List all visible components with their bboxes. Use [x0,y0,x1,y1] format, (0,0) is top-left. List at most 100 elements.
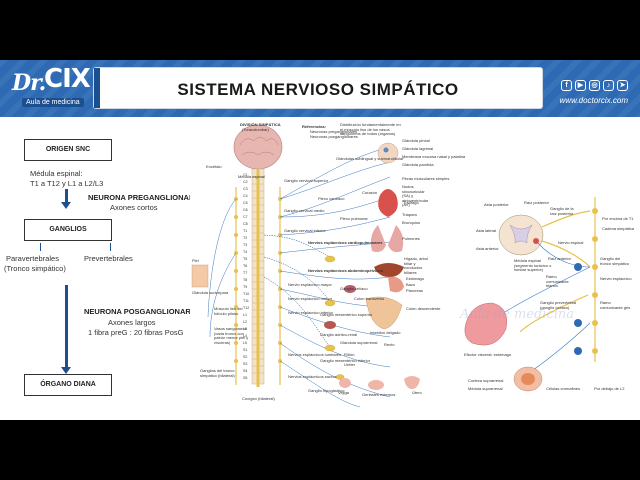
telegram-icon[interactable]: ➤ [617,80,628,91]
medula-label: Médula espinal: [30,169,83,178]
label-higado: Hígado, árbol biliar y conductos biliare… [404,257,428,275]
spinal-level-label: L5 [243,341,247,346]
watermark-text: Aula de medicina [460,307,574,322]
step-marker-2 [574,319,582,327]
fiber-ratio: 1 fibra preG : 20 fibras PosG [88,328,183,337]
label-nervio-esplacnico: Nervio esplácnico [600,277,632,282]
label-estomago: Estómago [406,277,424,282]
spinal-level-label: S4 [243,369,247,374]
spinal-level-label: C1 [243,173,248,178]
label-mucosa: Membrana mucosa nasal y palatina [402,155,465,160]
ganglios-box: GANGLIOS [24,219,112,241]
adrenal-medulla-illustration [521,373,535,385]
label-utero: Útero [412,391,422,396]
spinal-level-label: L2 [243,320,247,325]
label-lagrimal: Glándula lagrimal [402,147,433,152]
spinal-level-label: T7 [243,271,247,276]
label-efector-visceral: Efector visceral: estómago [464,353,511,358]
label-fibras-simples: Fibras musculares simples [402,177,449,182]
branch-line-left [40,243,41,251]
title-bar: SISTEMA NERVIOSO SIMPÁTICO [94,68,542,108]
label-esplacnico-mayor: Nervio esplácnico mayor [288,283,332,288]
label-asta-lateral: Asta lateral [476,229,496,234]
label-pancreas: Páncreas [406,289,423,294]
label-ganglio-raiz-posterior: Ganglio de la raíz posterior [550,207,576,216]
label-colon-descendente: Colon descendente [406,307,440,312]
tiktok-icon[interactable]: ♪ [603,80,614,91]
step-marker-3 [574,347,582,355]
label-ganglio-celiaco: Ganglio celíaco [340,287,368,292]
arrow-down-1 [65,189,68,203]
branch-line-right [110,243,111,251]
label-encima-t1: Por encima de T1 [602,217,634,222]
stomach-illustration [388,277,404,293]
label-esofago: Esófago [404,201,419,206]
label-ureter: Uréter [344,363,355,368]
eye-illustration [384,148,389,153]
label-asta-anterior: Asta anterior [476,247,499,252]
label-nervio-espinal: Nervio espinal [558,241,583,246]
label-medula-segmento: Médula espinal (segmento torácico o lumb… [514,259,552,273]
spinal-level-label: T1 [243,229,247,234]
facebook-icon[interactable]: f [561,80,572,91]
prevertebrales-label: Prevertebrales [84,254,133,263]
instagram-icon[interactable]: ◎ [589,80,600,91]
spinal-level-label: C3 [243,187,248,192]
preganglionar-title: NEURONA PREGANGLIONAR [88,193,194,202]
heart-illustration [378,189,398,217]
social-icons: f ▶ ◎ ♪ ➤ [561,80,628,91]
logo-cix-text: CIX [44,64,90,94]
label-celulas-cromafines: Células cromafines [546,387,580,392]
skin-illustration [192,265,208,287]
spinal-level-label: C6 [243,208,248,213]
label-esplacnicos-lumbares: Nervios esplácnicos lumbares [288,353,341,358]
spinal-level-label: C5 [243,201,248,206]
label-esplacnicos-cardiopulm: Nervios esplácnicos cardiopulmonares [308,241,382,246]
left-lung-illustration [371,225,386,252]
spinal-level-label: C2 [243,180,248,185]
label-colon-transverso: Colon transverso [354,297,384,302]
right-lung-illustration [388,225,403,252]
label-raiz-posterior: Raíz posterior [524,201,549,206]
label-suprarrenal: Glándula suprarrenal [340,341,377,346]
tronco-label: (Tronco simpático) [4,264,66,273]
label-parotida: Glándula parótida [402,163,434,168]
spinal-level-label: T2 [243,236,247,241]
spinal-level-label: T3 [243,243,247,248]
label-ganglio-mesent-sup: Ganglio mesentérico superior [320,313,372,318]
uterus-illustration [404,376,420,389]
spinal-level-label: C8 [243,222,248,227]
spinal-level-label: T8 [243,278,247,283]
posganglionar-sub: Axones largos [108,318,156,327]
genitals-illustration [368,380,384,390]
video-frame: Dr. CIX Aula de medicina SISTEMA NERVIOS… [0,60,640,420]
postganglionic-fibers [208,147,390,407]
label-ganglio-cerv-sup: Ganglio cervical superior [284,179,328,184]
spinal-level-label: T6 [243,264,247,269]
organo-diana-box: ÓRGANO DIANA [24,374,112,396]
spinal-level-label: L4 [243,334,247,339]
label-esplacnicos-abdomino: Nervios esplácnicos abdominopélvicos [308,269,383,274]
distribution-note: Distribución fundamentalmente en el músc… [340,123,402,137]
origen-snc-box: ORIGEN SNC [24,139,112,161]
label-bronquios: Bronquios [402,221,420,226]
label-esplacnico-menor: Nervio esplácnico menor [288,297,332,302]
label-plexo-pulmonar: Plexo pulmonar [340,217,368,222]
label-rinon: Riñón [344,353,354,358]
division-sub: (Toracolumbar) [242,128,269,133]
arrow-down-2 [65,285,68,368]
youtube-icon[interactable]: ▶ [575,80,586,91]
kidney-illustration [324,321,336,329]
label-ganglio-cerv-inf: Ganglio cervical inferior [284,229,326,234]
label-esplacnicos-sacros: Nervios esplácnicos sacros [288,375,336,380]
label-pineal: Glándula pineal [402,139,430,144]
spinal-level-label: L1 [243,313,247,318]
bladder-illustration [339,378,351,388]
label-genitales: Genitales externos [362,393,395,398]
spinal-level-label: T4 [243,250,247,255]
spinal-level-label: T9 [243,285,247,290]
spinal-level-label: S2 [243,355,247,360]
label-corazon: Corazón [362,191,377,196]
label-cadena-simpatica: Cadena simpática [602,227,634,232]
label-glandula-sudoripara: Glándula sudorípara [192,291,228,296]
